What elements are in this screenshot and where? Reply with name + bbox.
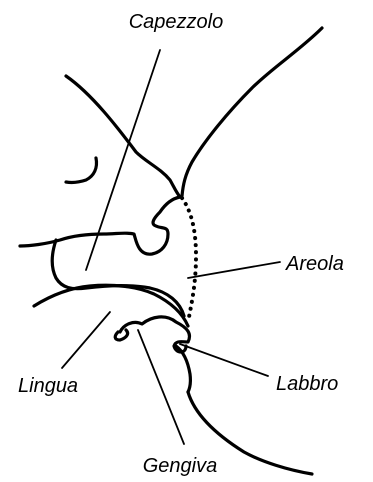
breast-outline — [182, 28, 322, 196]
label-gengiva: Gengiva — [143, 455, 218, 477]
baby-palate — [52, 240, 184, 316]
label-areola: Areola — [285, 253, 344, 275]
baby-tongue — [34, 285, 188, 326]
baby-nose-outline — [66, 76, 180, 197]
labbro-leader — [180, 344, 268, 376]
baby-eye-mark — [66, 158, 97, 182]
label-labbro: Labbro — [276, 373, 338, 395]
lingua-leader — [62, 312, 110, 368]
label-lingua: Lingua — [18, 375, 78, 397]
areola-boundary — [182, 198, 196, 322]
label-capezzolo: Capezzolo — [129, 11, 224, 33]
areola-leader — [188, 262, 280, 278]
